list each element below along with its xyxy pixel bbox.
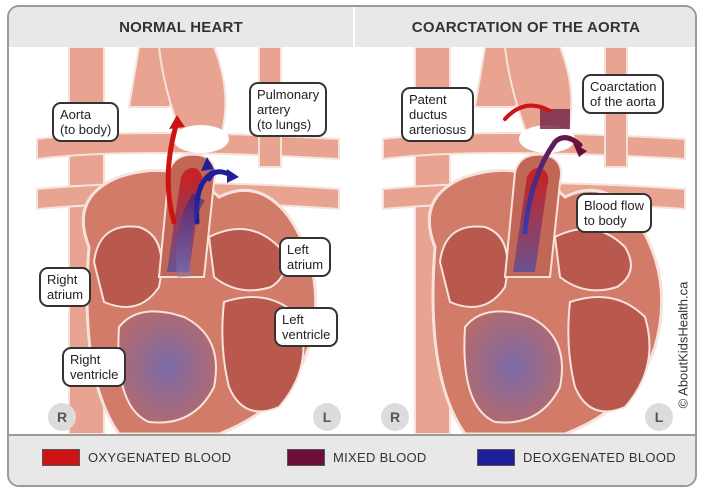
- diagram-frame: NORMAL HEART COARCTATION OF THE AORTA: [7, 5, 697, 487]
- right-side-marker-right: R: [381, 403, 409, 431]
- coarctation-callout: Coarctation of the aorta: [582, 74, 664, 114]
- pulmonary-artery-callout: Pulmonary artery (to lungs): [249, 82, 327, 137]
- deoxygenated-swatch: [477, 449, 515, 466]
- aorta-callout: Aorta (to body): [52, 102, 119, 142]
- deoxygenated-label: DEOXGENATED BLOOD: [523, 450, 676, 465]
- oxygenated-swatch: [42, 449, 80, 466]
- right-atrium-callout: Right atrium: [39, 267, 91, 307]
- legend-deoxygenated: DEOXGENATED BLOOD: [477, 449, 676, 466]
- legend-mixed: MIXED BLOOD: [287, 449, 427, 466]
- oxygenated-label: OXYGENATED BLOOD: [88, 450, 231, 465]
- coarctation-title: COARCTATION OF THE AORTA: [355, 7, 697, 47]
- legend-oxygenated: OXYGENATED BLOOD: [42, 449, 231, 466]
- left-side-marker-right: L: [645, 403, 673, 431]
- right-ventricle-callout: Right ventricle: [62, 347, 126, 387]
- mixed-label: MIXED BLOOD: [333, 450, 427, 465]
- copyright-text: © AboutKidsHealth.ca: [673, 255, 693, 435]
- left-atrium-callout: Left atrium: [279, 237, 331, 277]
- legend-bar: OXYGENATED BLOOD MIXED BLOOD DEOXGENATED…: [9, 434, 695, 485]
- right-side-marker-left: R: [48, 403, 76, 431]
- narrowed-aorta: [540, 109, 570, 129]
- deoxygenated-arrowhead-right: [227, 169, 239, 183]
- blood-flow-callout: Blood flow to body: [576, 193, 652, 233]
- left-ventricle-callout: Left ventricle: [274, 307, 338, 347]
- pda-callout: Patent ductus arteriosus: [401, 87, 474, 142]
- left-side-marker-left: L: [313, 403, 341, 431]
- mixed-swatch: [287, 449, 325, 466]
- normal-heart-title: NORMAL HEART: [9, 7, 353, 47]
